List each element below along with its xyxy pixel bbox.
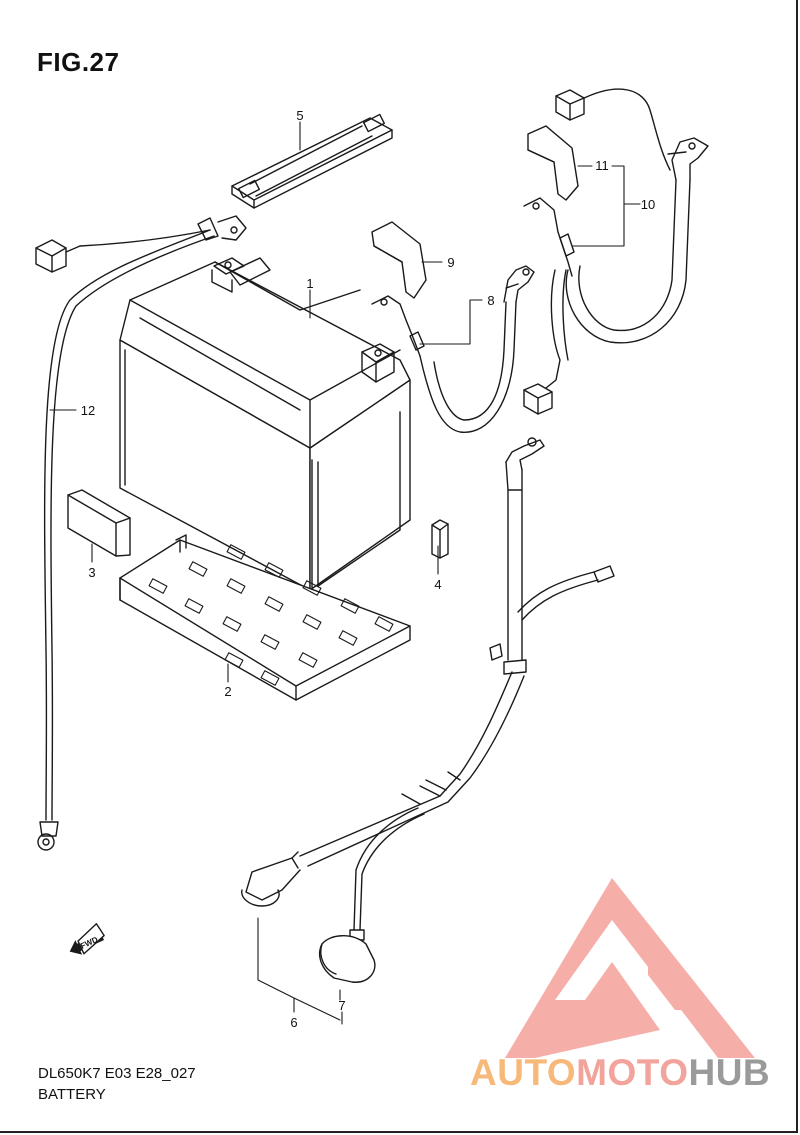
part-3-pad	[67, 489, 131, 557]
part-ref-3: 3	[88, 565, 95, 580]
part-ref-1: 1	[306, 276, 313, 291]
part-8-battery-cable	[371, 265, 535, 433]
watermark-text: AUTOMOTOHUB	[470, 1052, 770, 1094]
part-1-battery	[119, 257, 411, 591]
part-ref-12: 12	[81, 403, 95, 418]
watermark-auto: AUTO	[470, 1052, 577, 1093]
part-ref-7: 7	[338, 998, 345, 1013]
part-4-spacer	[431, 519, 449, 559]
part-ref-9: 9	[447, 255, 454, 270]
part-12-ground-wire	[35, 215, 247, 851]
part-ref-8: 8	[487, 293, 494, 308]
part-ref-4: 4	[434, 577, 441, 592]
part-11-terminal-cover	[527, 125, 579, 201]
part-10-starter-cable	[523, 88, 709, 415]
leader-lines	[49, 121, 641, 1025]
part-2-battery-tray	[119, 534, 411, 701]
watermark-moto: MOTO	[576, 1052, 689, 1093]
diagram-code: DL650K7 E03 E28_027	[38, 1065, 196, 1082]
watermark-logo-icon	[505, 878, 755, 1058]
part-ref-10: 10	[641, 197, 655, 212]
fwd-arrow-icon	[69, 923, 105, 955]
part-ref-2: 2	[224, 684, 231, 699]
part-7-terminal-boot	[318, 807, 425, 983]
part-ref-11: 11	[595, 158, 609, 173]
part-5-battery-strap	[231, 113, 393, 209]
figure-title: FIG.27	[37, 47, 120, 77]
watermark-hub: HUB	[688, 1052, 771, 1093]
part-6-starter-motor-lead	[241, 437, 615, 907]
part-ref-6: 6	[290, 1015, 297, 1030]
diagram-name: BATTERY	[38, 1086, 106, 1103]
part-ref-5: 5	[296, 108, 303, 123]
part-9-terminal-cover	[371, 221, 427, 299]
